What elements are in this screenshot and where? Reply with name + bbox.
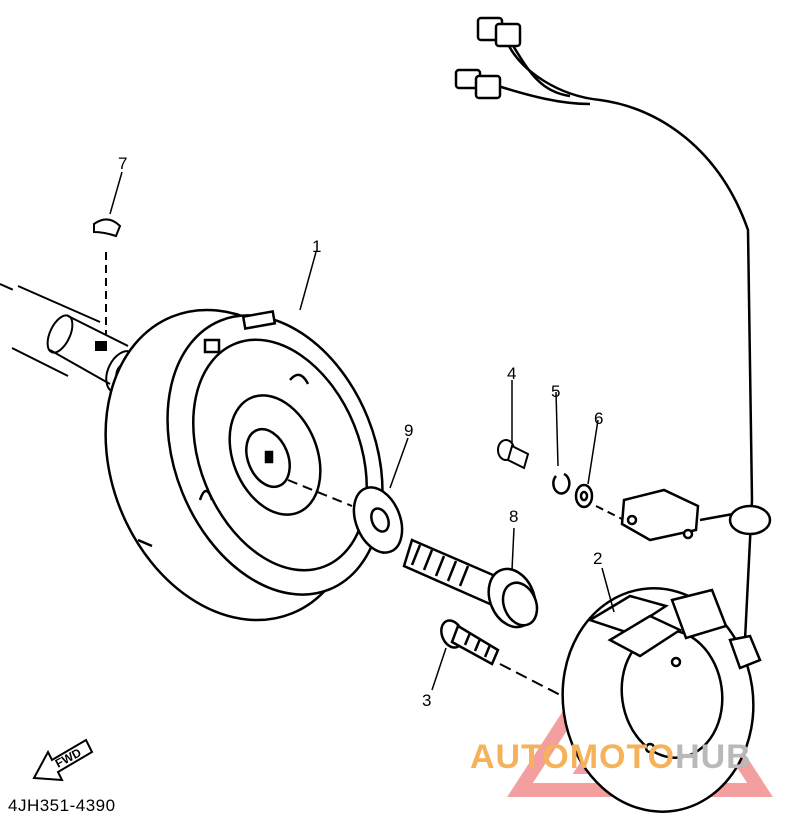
callout-6: 6 [594, 409, 604, 428]
callout-5: 5 [551, 382, 561, 401]
callout-1: 1 [312, 237, 322, 256]
wire-harness [497, 39, 772, 670]
watermark-text-b: HUB [675, 738, 752, 776]
callout-9: 9 [404, 421, 414, 440]
callout-7: 7 [118, 154, 128, 173]
washer [352, 486, 404, 554]
small-washer [574, 483, 594, 509]
flywheel-rotor [104, 308, 384, 622]
callout-3: 3 [422, 691, 432, 710]
flywheel-bolt [402, 538, 539, 629]
woodruff-key [93, 218, 122, 334]
callout-2: 2 [593, 549, 603, 568]
fwd-arrow-icon: FWD [32, 738, 94, 782]
connector-upper [476, 16, 522, 48]
part-code: 4JH351-4390 [8, 796, 116, 815]
connector-lower [454, 68, 502, 100]
watermark-text: AUTOMOTOHUB [470, 740, 752, 774]
watermark-text-a: AUTOMOTO [470, 738, 676, 776]
callout-4: 4 [507, 364, 517, 383]
rotor-axis-line [287, 479, 353, 507]
stator-cap-screw [440, 619, 500, 666]
pickup-coil [620, 488, 700, 542]
stator-coil [561, 587, 755, 813]
stator-screw [497, 439, 530, 470]
leader-lines [109, 171, 615, 691]
callout-8: 8 [509, 507, 519, 526]
circlip [552, 472, 571, 495]
